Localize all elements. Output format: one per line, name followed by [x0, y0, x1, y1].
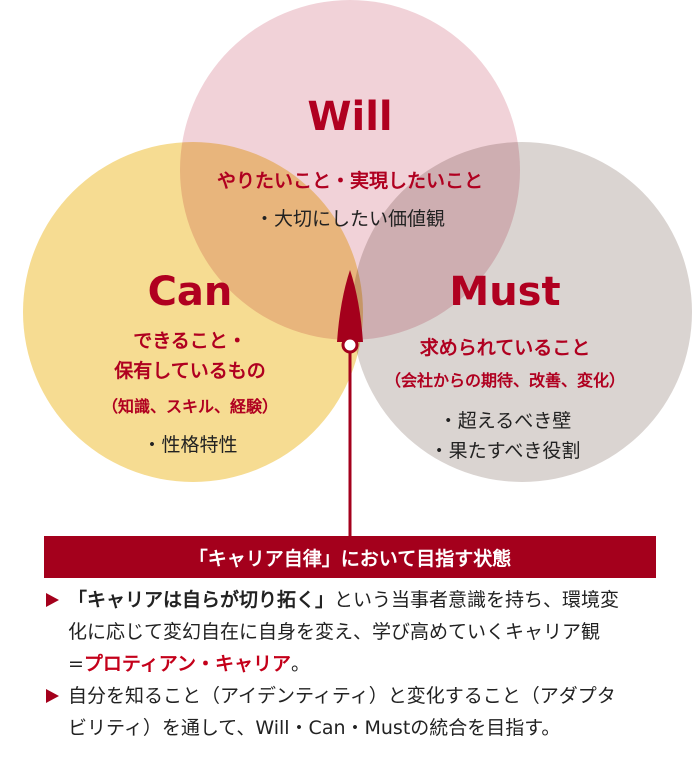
protean-career-highlight: プロティアン・キャリア — [83, 653, 292, 675]
goal-banner-text: 「キャリア自律」において目指す状態 — [188, 547, 512, 570]
triangle-bullet-icon — [46, 689, 59, 703]
can-subtitle-line1: できること・ — [133, 330, 247, 352]
must-title: Must — [449, 269, 561, 315]
bullet-2-text: ビリティ）を通して、Will・Can・Mustの統合を目指す。 — [68, 717, 561, 739]
must-item-2: ・果たすべき役割 — [429, 440, 581, 462]
bullet-1-text: 。 — [291, 653, 311, 675]
goal-bullets: 「キャリアは自らが切り拓く」という当事者意識を持ち、環境変 化に応じて変幻自在に… — [44, 584, 666, 744]
can-circle — [23, 142, 363, 482]
bullet-2-text: 自分を知ること（アイデンティティ）と変化すること（アダプタ — [68, 685, 616, 707]
bullet-2-line-2: ビリティ）を通して、Will・Can・Mustの統合を目指す。 — [68, 712, 666, 744]
must-subtitle: 求められていること — [419, 337, 591, 359]
bullet-1-line-2: 化に応じて変幻自在に自身を変え、学び高めていくキャリア観 — [68, 616, 666, 648]
bullet-2: 自分を知ること（アイデンティティ）と変化すること（アダプタ ビリティ）を通して、… — [44, 680, 666, 744]
bullet-1-text: 化に応じて変幻自在に自身を変え、学び高めていくキャリア観 — [68, 621, 601, 643]
bullet-1-emphasis: 「キャリアは自らが切り拓く」 — [68, 589, 335, 611]
can-subtitle-line2: 保有しているもの — [114, 360, 266, 382]
can-note: （知識、スキル、経験） — [101, 397, 278, 416]
must-item-1: ・超えるべき壁 — [438, 410, 572, 432]
venn-diagram — [23, 0, 692, 536]
will-item: ・大切にしたい価値観 — [254, 208, 445, 230]
goal-banner: 「キャリア自律」において目指す状態 — [44, 536, 656, 578]
will-title: Will — [307, 94, 393, 140]
bullet-1: 「キャリアは自らが切り拓く」という当事者意識を持ち、環境変 化に応じて変幻自在に… — [44, 584, 666, 680]
connector-node — [341, 336, 359, 354]
can-title: Can — [147, 269, 233, 315]
bullet-2-line-1: 自分を知ること（アイデンティティ）と変化すること（アダプタ — [68, 680, 666, 712]
bullet-1-line-1: 「キャリアは自らが切り拓く」という当事者意識を持ち、環境変 — [68, 584, 666, 616]
bullet-1-text: = — [68, 653, 84, 675]
bullet-1-line-3: =プロティアン・キャリア。 — [68, 648, 666, 680]
must-note: （会社からの期待、改善、変化） — [384, 371, 625, 390]
triangle-bullet-icon — [46, 593, 59, 607]
must-circle — [352, 142, 692, 482]
intersection-shape — [337, 270, 363, 342]
will-subtitle: やりたいこと・実現したいこと — [216, 170, 483, 192]
can-item: ・性格特性 — [142, 434, 238, 456]
bullet-1-text: という当事者意識を持ち、環境変 — [334, 589, 620, 611]
